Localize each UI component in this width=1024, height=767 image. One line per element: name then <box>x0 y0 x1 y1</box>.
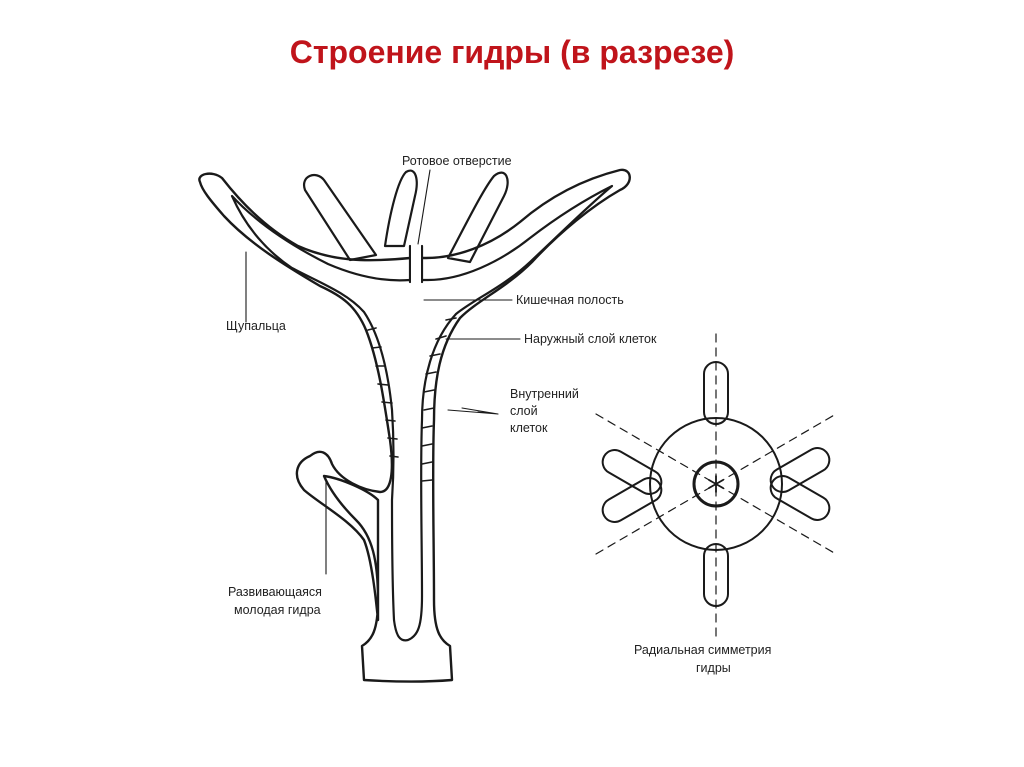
label-inner-layer-3: клеток <box>510 421 548 435</box>
gut-cavity <box>230 184 614 642</box>
label-inner-layer-2: слой <box>510 404 538 418</box>
label-gut-cavity: Кишечная полость <box>516 293 624 307</box>
label-inner-layer-1: Внутренний <box>510 387 579 401</box>
label-mouth: Ротовое отверстие <box>402 154 512 168</box>
body-outer-wall <box>198 168 631 683</box>
label-symmetry-1: Радиальная симметрия <box>634 643 771 657</box>
label-tentacles: Щупальца <box>226 319 286 333</box>
label-bud-2: молодая гидра <box>234 603 321 617</box>
inner-cell-folds <box>367 317 457 482</box>
diagram-labels: Ротовое отверстие Щупальца Кишечная поло… <box>226 154 771 675</box>
label-outer-layer: Наружный слой клеток <box>524 332 657 346</box>
slide-title: Строение гидры (в разрезе) <box>289 34 735 70</box>
upper-tentacles <box>302 169 509 264</box>
leader-lines <box>245 169 521 575</box>
radial-symmetry-diagram <box>595 333 837 637</box>
label-bud-1: Развивающаяся <box>228 585 322 599</box>
label-symmetry-2: гидры <box>696 661 731 675</box>
hydra-body <box>198 168 631 683</box>
